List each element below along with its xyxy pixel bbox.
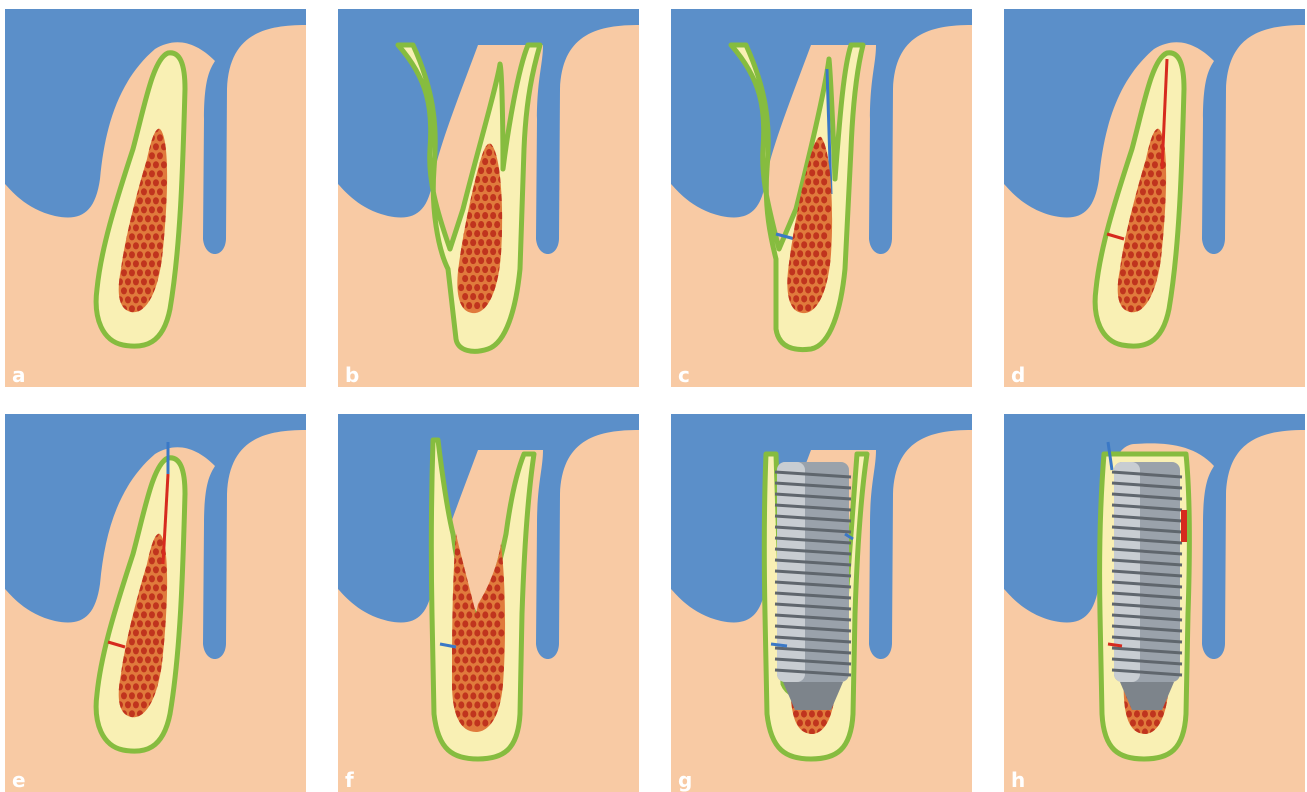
panel-label: a: [12, 365, 26, 385]
implant-icon: [775, 462, 851, 710]
panel-label: b: [345, 365, 359, 385]
panel-a: a: [5, 9, 306, 387]
ridge-diagram-f: [338, 414, 639, 792]
panel-label: d: [1011, 365, 1025, 385]
panel-label: h: [1011, 770, 1025, 790]
ridge-diagram-h: [1004, 414, 1305, 792]
panel-h: h: [1004, 414, 1305, 792]
panel-g: g: [671, 414, 972, 792]
fracture-line-red: [1108, 644, 1122, 646]
panel-label: e: [12, 770, 26, 790]
ridge-diagram-d: [1004, 9, 1305, 387]
panel-label: g: [678, 770, 692, 790]
panel-f: f: [338, 414, 639, 792]
panel-c: c: [671, 9, 972, 387]
ridge-diagram-c: [671, 9, 972, 387]
ridge-diagram-e: [5, 414, 306, 792]
panel-e: e: [5, 414, 306, 792]
fracture-line-blue: [771, 644, 787, 646]
panel-label: c: [678, 365, 690, 385]
ridge-diagram-g: [671, 414, 972, 792]
ridge-diagram-b: [338, 9, 639, 387]
ridge-diagram-a: [5, 9, 306, 387]
implant-icon: [1112, 462, 1182, 710]
panel-d: d: [1004, 9, 1305, 387]
panel-label: f: [345, 770, 354, 790]
panel-b: b: [338, 9, 639, 387]
